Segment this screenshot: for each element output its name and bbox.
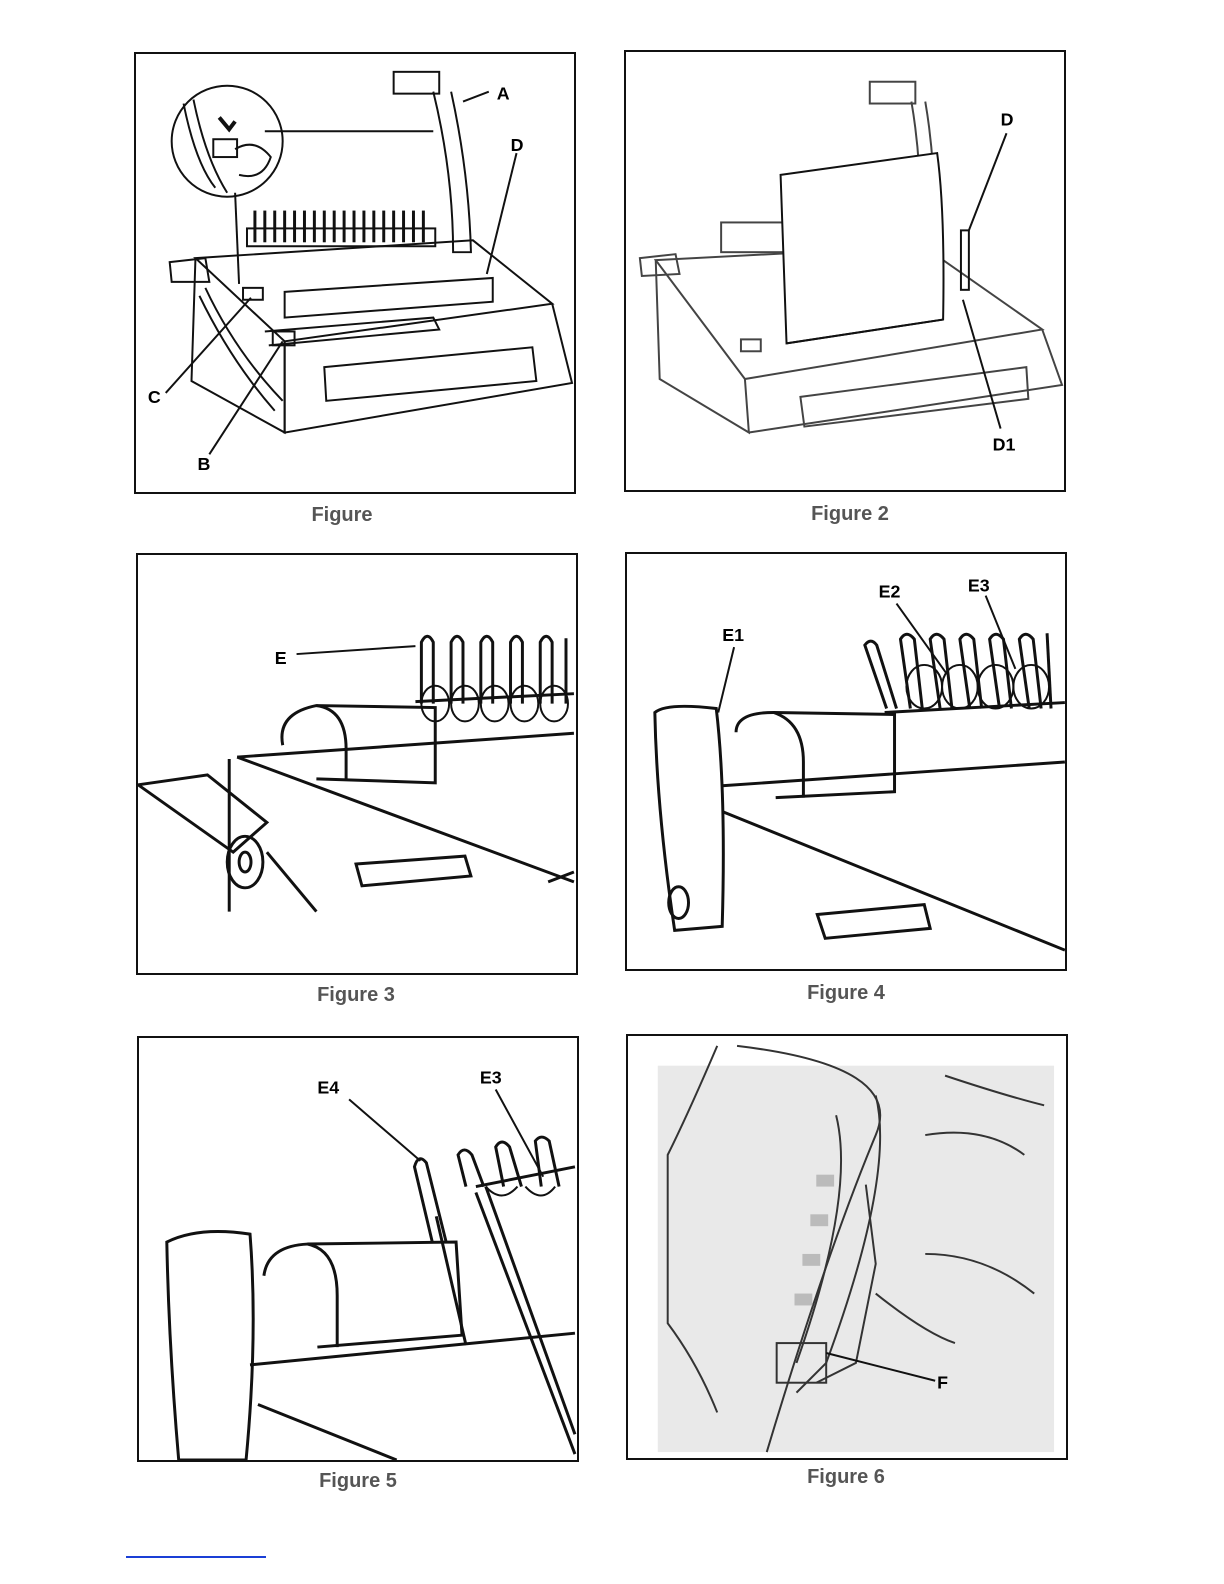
figure-5-illustration: E4 E3: [139, 1038, 577, 1460]
figure-6-caption: Figure 6: [696, 1466, 996, 1489]
figure-1-label-d: D: [511, 135, 524, 155]
figure-4-label-e3: E3: [968, 576, 990, 596]
figure-4-illustration: E1 E2 E3: [627, 554, 1065, 969]
figure-3-illustration: E: [138, 555, 576, 973]
figure-3-panel: E: [136, 553, 578, 975]
figure-4-label-e2: E2: [879, 582, 901, 602]
figure-4-caption: Figure 4: [696, 982, 996, 1005]
figure-1-label-b: B: [197, 454, 210, 474]
figure-2-label-d1: D1: [993, 434, 1016, 454]
figure-3-label-e: E: [275, 648, 287, 668]
figure-3-caption: Figure 3: [206, 984, 506, 1007]
figure-2-label-d: D: [1001, 109, 1014, 129]
figure-1-label-a: A: [497, 84, 510, 104]
figure-1-panel: A D C B: [134, 52, 576, 494]
figure-6-panel: F: [626, 1034, 1068, 1460]
figure-1-label-c: C: [148, 387, 161, 407]
figure-6-label-f: F: [937, 1373, 948, 1393]
figure-2-illustration: D D1: [626, 52, 1064, 490]
footnote-rule: [126, 1556, 266, 1558]
figure-1-caption: Figure: [192, 504, 492, 527]
figure-5-label-e4: E4: [317, 1077, 339, 1097]
figure-5-caption: Figure 5: [208, 1470, 508, 1493]
figure-4-panel: E1 E2 E3: [625, 552, 1067, 971]
figure-6-illustration: F: [628, 1036, 1066, 1458]
figure-5-label-e3: E3: [480, 1068, 502, 1088]
figure-4-label-e1: E1: [722, 625, 744, 645]
figure-1-illustration: A D C B: [136, 54, 574, 492]
figure-2-caption: Figure 2: [700, 503, 1000, 526]
figure-2-panel: D D1: [624, 50, 1066, 492]
figure-5-panel: E4 E3: [137, 1036, 579, 1462]
